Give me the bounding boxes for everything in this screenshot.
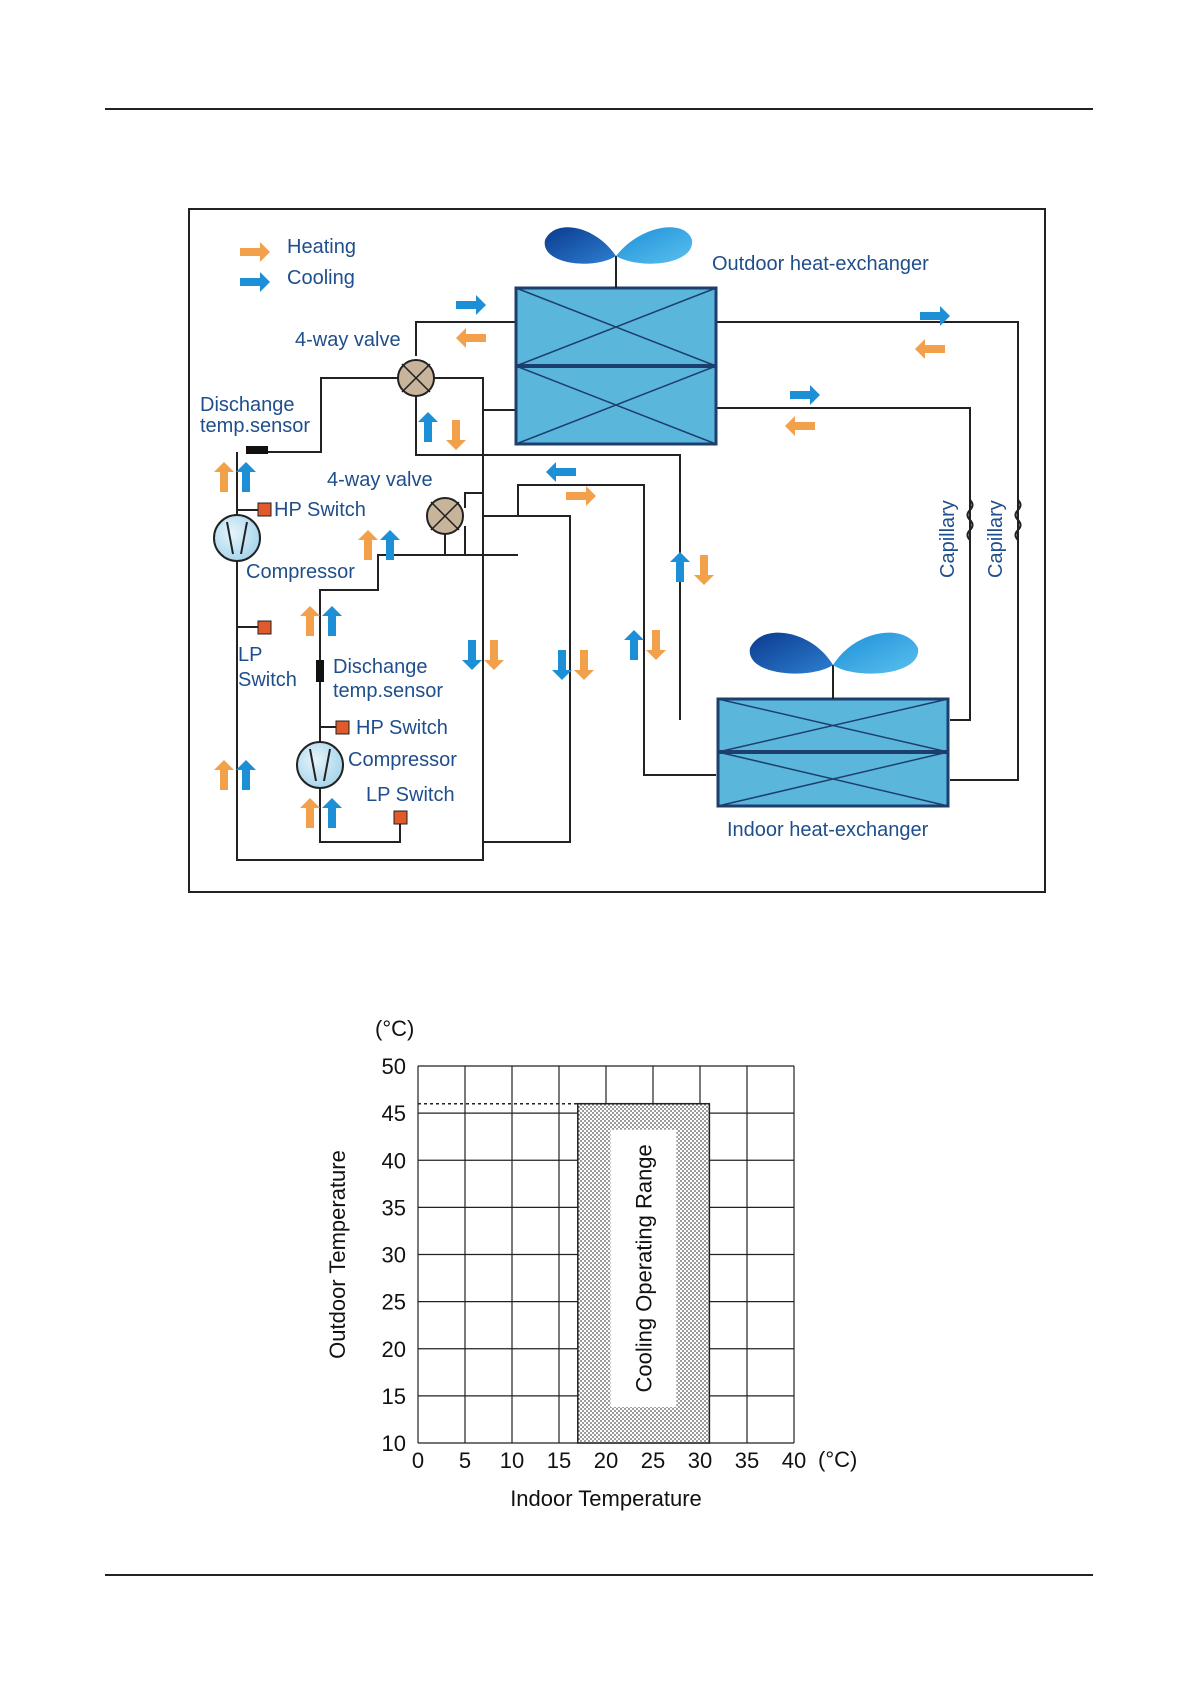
x-tick-label: 0	[412, 1448, 424, 1473]
heating-arrow-icon	[484, 640, 504, 670]
lp-switch-upper-label: LP	[238, 644, 262, 666]
cooling-arrow-icon	[790, 385, 820, 405]
legend-cooling-label: Cooling	[287, 267, 355, 289]
cooling-arrow-icon	[380, 530, 400, 560]
flow-arrows	[214, 242, 950, 828]
y-axis-label: Outdoor Temperature	[325, 1150, 350, 1359]
y-tick-label: 20	[382, 1337, 406, 1362]
heating-arrow-icon	[456, 328, 486, 348]
compressor-lower-label: Compressor	[348, 749, 457, 771]
y-tick-label: 40	[382, 1148, 406, 1173]
heating-arrow-icon	[300, 606, 320, 636]
four-way-valve-upper-icon	[397, 359, 435, 397]
cooling-arrow-icon	[920, 306, 950, 326]
hp-switch-upper-icon	[257, 502, 272, 517]
heating-arrow-icon	[214, 760, 234, 790]
heating-arrow-icon	[214, 462, 234, 492]
cooling-arrow-icon	[240, 272, 270, 292]
heating-arrow-icon	[566, 486, 596, 506]
cooling-arrow-icon	[546, 462, 576, 482]
outdoor-hx-label: Outdoor heat-exchanger	[712, 253, 929, 275]
x-tick-label: 25	[641, 1448, 665, 1473]
top-rule	[105, 108, 1093, 110]
chart-ticks: 0 5 10 15 20 25 30 35 40 10 15 20 25 30 35 40 45 50	[382, 1054, 807, 1473]
y-tick-label: 45	[382, 1101, 406, 1126]
y-tick-label: 15	[382, 1384, 406, 1409]
capillary-coil-left	[966, 499, 974, 541]
piping	[236, 321, 1019, 861]
y-tick-label: 35	[382, 1195, 406, 1220]
indoor-fan-icon	[749, 632, 919, 699]
cooling-arrow-icon	[236, 760, 256, 790]
heating-arrow-icon	[240, 242, 270, 262]
y-tick-label: 30	[382, 1243, 406, 1268]
cooling-arrow-icon	[322, 606, 342, 636]
compressor-upper-icon	[213, 514, 261, 562]
heating-arrow-icon	[915, 339, 945, 359]
cooling-operating-range-label-box	[610, 1129, 677, 1407]
valve-upper-label: 4-way valve	[295, 329, 401, 351]
x-tick-label: 40	[782, 1448, 806, 1473]
cooling-arrow-icon	[670, 552, 690, 582]
lp-switch-lower-icon	[393, 810, 408, 825]
y-tick-label: 25	[382, 1290, 406, 1315]
indoor-hx-label: Indoor heat-exchanger	[727, 819, 929, 841]
cooling-arrow-icon	[462, 640, 482, 670]
cooling-arrow-icon	[456, 295, 486, 315]
outdoor-fan-icon	[544, 227, 693, 288]
hp-switch-upper-label: HP Switch	[274, 499, 366, 521]
lp-switch-upper-label-2: Switch	[238, 669, 297, 691]
heating-arrow-icon	[358, 530, 378, 560]
sensor-upper-label: Dischange	[200, 394, 295, 416]
capillary-right-label: Capillary	[985, 500, 1007, 578]
x-axis-unit: (°C)	[818, 1447, 857, 1472]
cooling-arrow-icon	[236, 462, 256, 492]
x-tick-label: 30	[688, 1448, 712, 1473]
bottom-rule	[105, 1574, 1093, 1576]
x-tick-label: 20	[594, 1448, 618, 1473]
x-tick-label: 5	[459, 1448, 471, 1473]
x-tick-label: 10	[500, 1448, 524, 1473]
cooling-arrow-icon	[322, 798, 342, 828]
heating-arrow-icon	[646, 630, 666, 660]
legend-heating-label: Heating	[287, 236, 356, 258]
lp-switch-lower-label: LP Switch	[366, 784, 455, 806]
capillary-coil-right	[1014, 499, 1022, 541]
heating-arrow-icon	[446, 420, 466, 450]
indoor-heat-exchanger	[716, 697, 950, 808]
heating-arrow-icon	[785, 416, 815, 436]
heating-arrow-icon	[694, 555, 714, 585]
discharge-sensor-upper-icon	[246, 446, 268, 454]
compressor-upper-label: Compressor	[246, 561, 355, 583]
discharge-sensor-lower-icon	[316, 660, 324, 682]
sensor-lower-label: Dischange	[333, 656, 428, 678]
lp-switch-upper-icon	[257, 620, 272, 635]
x-tick-label: 15	[547, 1448, 571, 1473]
cooling-arrow-icon	[552, 650, 572, 680]
sensor-upper-label-2: temp.sensor	[200, 415, 310, 437]
cooling-arrow-icon	[418, 412, 438, 442]
y-axis-unit: (°C)	[375, 1016, 414, 1041]
four-way-valve-lower-icon	[426, 497, 464, 535]
capillary-left-label: Capillary	[937, 500, 959, 578]
x-tick-label: 35	[735, 1448, 759, 1473]
compressor-lower-icon	[296, 741, 344, 789]
valve-lower-label: 4-way valve	[327, 469, 433, 491]
diagram-frame	[188, 208, 1046, 893]
y-tick-label: 10	[382, 1431, 406, 1456]
x-axis-label: Indoor Temperature	[510, 1486, 702, 1511]
hp-switch-lower-label: HP Switch	[356, 717, 448, 739]
y-tick-label: 50	[382, 1054, 406, 1079]
hp-switch-lower-icon	[335, 720, 350, 735]
heating-arrow-icon	[300, 798, 320, 828]
cooling-operating-range-label: Cooling Operating Range	[632, 1144, 657, 1392]
sensor-lower-label-2: temp.sensor	[333, 680, 443, 702]
outdoor-heat-exchanger	[514, 286, 718, 446]
heating-arrow-icon	[574, 650, 594, 680]
cooling-arrow-icon	[624, 630, 644, 660]
